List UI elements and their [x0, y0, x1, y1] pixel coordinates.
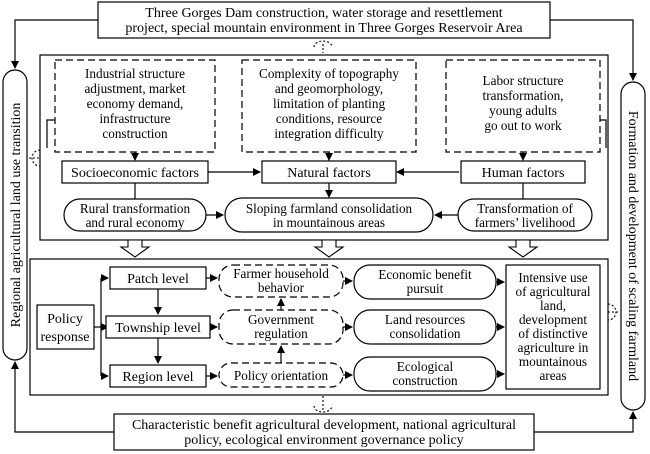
policy-response-box: Policy response — [36, 304, 95, 350]
policy-orientation-label: Policy orientation — [234, 368, 329, 383]
human-line-3: young adults — [489, 103, 557, 118]
dotted-arc-left — [31, 149, 41, 167]
bottom-to-right-arrow — [534, 411, 637, 433]
natural-line-2: and geomorphology, — [275, 81, 383, 96]
hollow-arrow-center — [313, 239, 345, 258]
farmer-behavior-node: Farmer household behavior — [218, 264, 344, 298]
economic-benefit-node: Economic benefit pursuit — [353, 264, 497, 300]
ecological-construction-node: Ecological construction — [353, 356, 497, 392]
top-context-box: Three Gorges Dam construction, water sto… — [97, 1, 551, 39]
result-line-8: areas — [539, 368, 566, 383]
land-resources-line-2: consolidation — [389, 326, 460, 341]
bracket-left — [46, 119, 55, 148]
result-line-4: development — [519, 312, 587, 327]
right-scaling-label: Formation and development of scaling far… — [625, 111, 640, 381]
township-level-label: Township level — [115, 321, 201, 336]
socioeconomic-line-2: adjustment, market — [84, 81, 185, 96]
bottom-context-line-1: Characteristic benefit agricultural deve… — [132, 418, 516, 433]
township-level-box: Township level — [105, 315, 211, 339]
human-factor-box: Human factors — [460, 160, 586, 184]
natural-line-4: conditions, resource — [276, 111, 382, 126]
economic-line-2: pursuit — [407, 281, 444, 296]
ecological-line-1: Ecological — [397, 359, 454, 374]
intensive-use-result-box: Intensive use of agricultural land, deve… — [505, 264, 601, 390]
result-line-6: agriculture in — [518, 340, 589, 355]
natural-line-3: limitation of planting — [273, 96, 385, 111]
top-to-left-arrow — [11, 19, 98, 69]
result-line-3: land, — [540, 298, 566, 313]
government-line-2: regulation — [254, 326, 308, 341]
bottom-to-left-arrow — [11, 361, 114, 433]
hollow-arrow-right — [507, 239, 539, 258]
land-resources-line-1: Land resources — [385, 312, 465, 327]
socioeconomic-factor-box: Socioeconomic factors — [61, 160, 209, 184]
sloping-farmland-node: Sloping farmland consolidation in mounta… — [224, 197, 434, 233]
farmer-line-1: Farmer household — [233, 266, 329, 281]
policy-response-line-1: Policy — [47, 312, 83, 327]
land-resources-node: Land resources consolidation — [353, 309, 497, 345]
human-factor-label: Human factors — [482, 166, 565, 181]
livelihood-node: Transformation of farmers’ livelihood — [457, 198, 593, 232]
human-driver-box: Labor structure transformation, young ad… — [445, 59, 601, 153]
socioeconomic-line-3: economy demand, — [87, 96, 184, 111]
bottom-context-box: Characteristic benefit agricultural deve… — [113, 413, 535, 451]
farmer-line-2: behavior — [258, 280, 305, 295]
livelihood-line-2: farmers’ livelihood — [475, 215, 576, 230]
rural-transformation-node: Rural transformation and rural economy — [63, 198, 207, 232]
result-line-1: Intensive use — [518, 270, 587, 285]
sloping-line-2: in mountainous areas — [273, 215, 385, 230]
right-scaling-pill: Formation and development of scaling far… — [620, 81, 646, 411]
natural-line-5: integration difficulty — [274, 126, 384, 141]
natural-factor-box: Natural factors — [261, 160, 397, 184]
livelihood-line-1: Transformation of — [477, 201, 573, 216]
policy-response-line-2: response — [41, 330, 90, 345]
natural-factor-label: Natural factors — [287, 166, 371, 181]
human-line-2: transformation, — [483, 88, 564, 103]
socioeconomic-line-5: construction — [102, 126, 168, 141]
government-line-1: Government — [248, 312, 314, 327]
human-line-1: Labor structure — [483, 73, 564, 88]
socioeconomic-driver-box: Industrial structure adjustment, market … — [54, 59, 216, 153]
patch-level-label: Patch level — [127, 272, 189, 287]
government-regulation-node: Government regulation — [218, 309, 344, 345]
socioeconomic-line-1: Industrial structure — [85, 66, 185, 81]
result-line-7: mountainous — [519, 354, 587, 369]
dotted-arc-right — [607, 303, 617, 321]
socioeconomic-line-4: infrastructure — [99, 111, 170, 126]
economic-line-1: Economic benefit — [378, 267, 472, 282]
dotted-loop-icon — [313, 40, 333, 48]
ecological-line-2: construction — [392, 373, 458, 388]
top-to-right-arrow — [550, 19, 637, 81]
bottom-context-line-2: policy, ecological environment governanc… — [184, 433, 463, 448]
region-level-label: Region level — [122, 370, 193, 385]
patch-level-box: Patch level — [109, 266, 207, 290]
left-transition-pill: Regional agricultural land use transitio… — [2, 69, 28, 361]
top-context-line-2: project, special mountain environment in… — [125, 21, 523, 36]
natural-driver-box: Complexity of topography and geomorpholo… — [241, 59, 417, 153]
region-level-box: Region level — [109, 364, 207, 388]
rural-line-1: Rural transformation — [80, 201, 191, 216]
result-line-5: of distinctive — [518, 326, 587, 341]
human-line-4: go out to work — [484, 118, 562, 133]
natural-line-1: Complexity of topography — [259, 66, 399, 81]
hollow-arrow-left — [119, 239, 151, 258]
policy-orientation-node: Policy orientation — [218, 362, 344, 388]
left-transition-label: Regional agricultural land use transitio… — [9, 103, 24, 328]
dotted-loop-icon-bottom — [313, 405, 333, 413]
result-line-2: of agricultural — [515, 284, 590, 299]
socioeconomic-factor-label: Socioeconomic factors — [71, 166, 199, 181]
bracket-right — [600, 119, 607, 148]
sloping-line-1: Sloping farmland consolidation — [246, 201, 413, 216]
rural-line-2: and rural economy — [86, 215, 185, 230]
top-context-line-1: Three Gorges Dam construction, water sto… — [145, 6, 503, 21]
